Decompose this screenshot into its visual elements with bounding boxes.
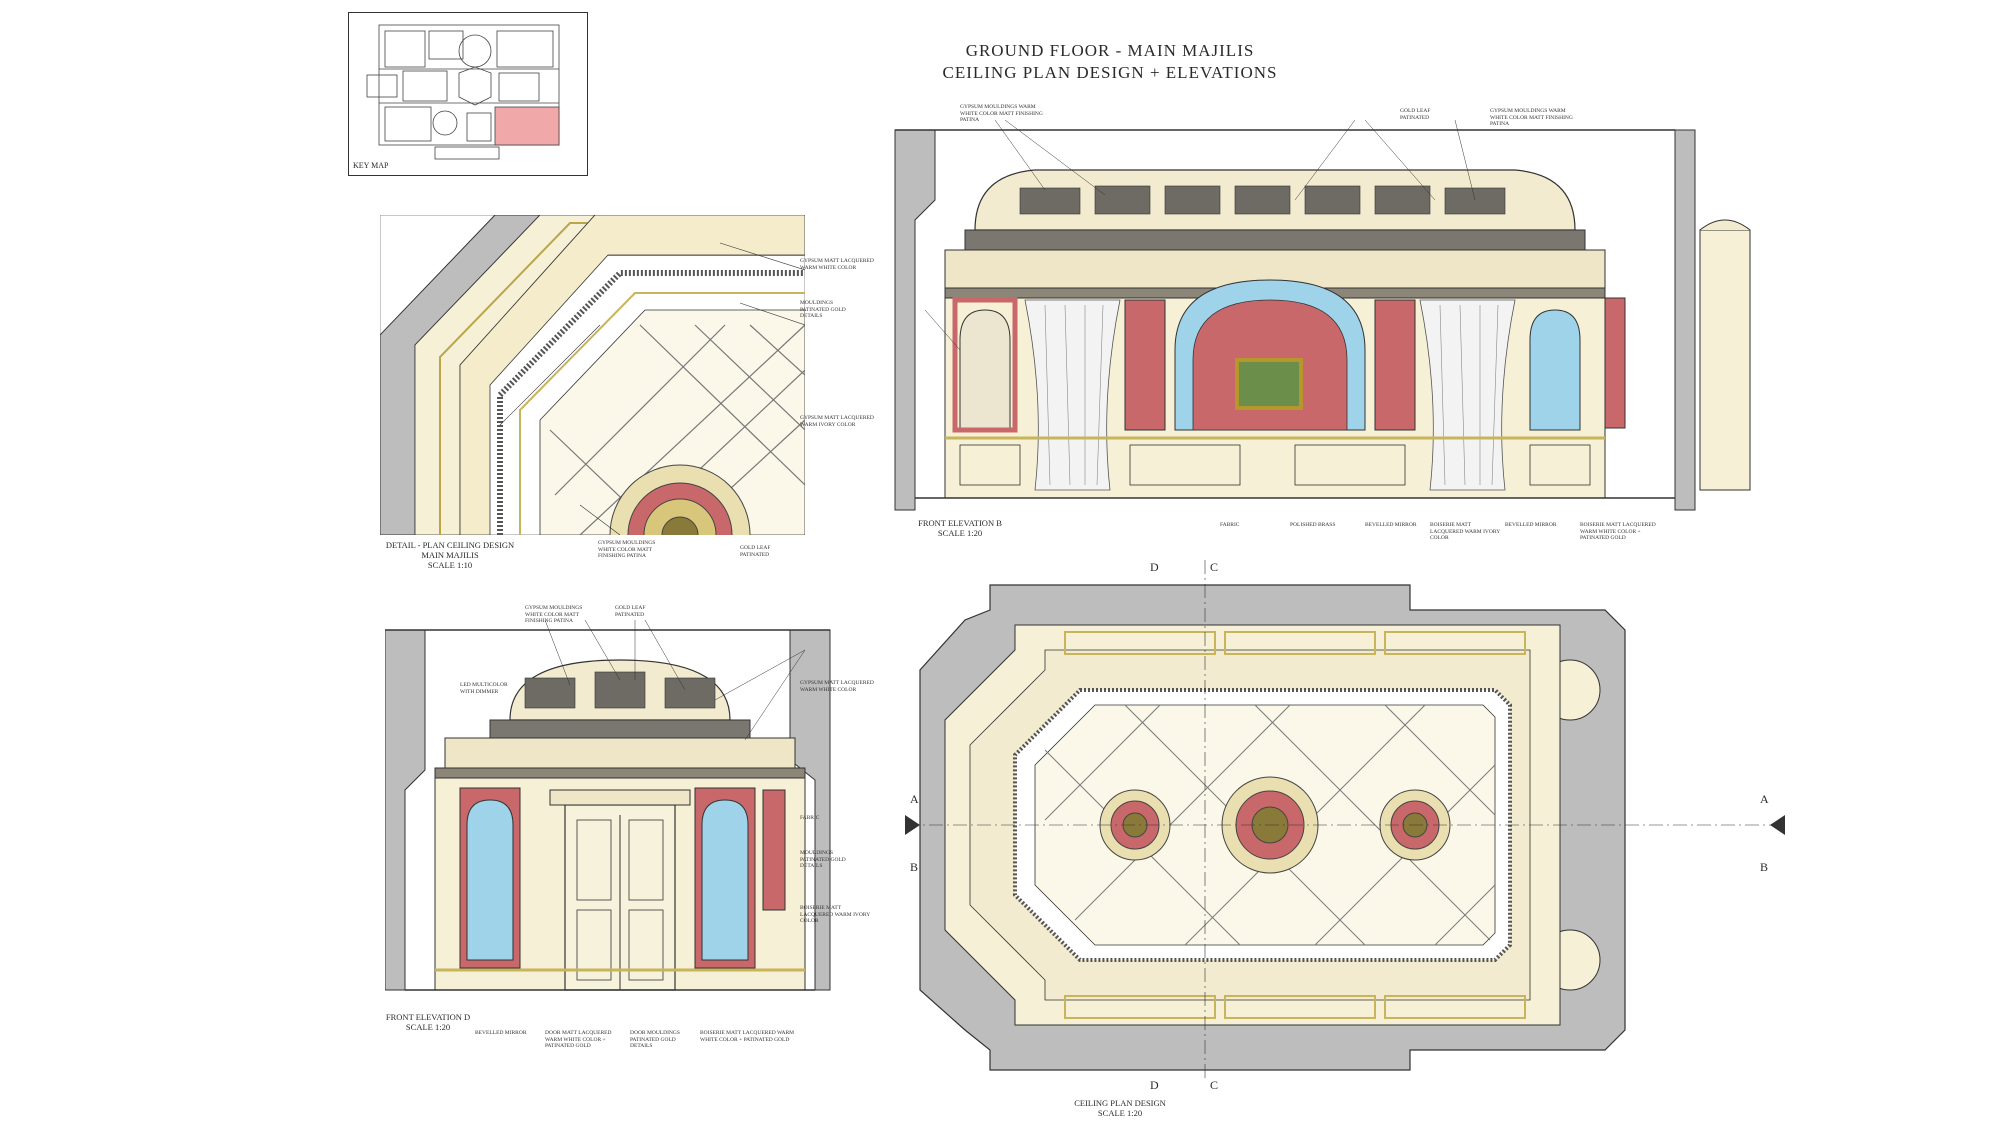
- elevation-b-note-2: GOLD LEAF PATINATED: [1400, 108, 1431, 121]
- detail-plan-drawing: [380, 215, 805, 535]
- elevation-d-caption: FRONT ELEVATION D SCALE 1:20: [368, 1012, 488, 1032]
- elevation-d-note-3: LED MULTICOLOR WITH DIMMER: [460, 682, 508, 695]
- detail-note-3: GYPSUM MOULDINGS WHITE COLOR MATT FINISH…: [598, 540, 656, 559]
- elevation-d-caption-title: FRONT ELEVATION D: [385, 1012, 471, 1022]
- elevation-d-note-10: DOOR MOULDINGS PATINATED GOLD DETAILS: [630, 1030, 680, 1049]
- detail-caption-line-2: MAIN MAJILIS: [421, 550, 479, 560]
- elevation-b-note-5: FABRIC: [1220, 522, 1240, 528]
- elevation-d-note-11: BOISERIE MATT LACQUERED WARM WHITE COLOR…: [700, 1030, 795, 1043]
- ceiling-plan-caption: CEILING PLAN DESIGN SCALE 1:20: [1050, 1098, 1190, 1118]
- key-map-highlight: [494, 106, 560, 146]
- section-mark-a-right: A: [1760, 792, 1769, 806]
- section-mark-d-top: D: [1150, 560, 1159, 574]
- elevation-b-caption-title: FRONT ELEVATION B: [918, 518, 1002, 528]
- title-line-2: CEILING PLAN DESIGN + ELEVATIONS: [942, 63, 1278, 82]
- elevation-d-note-2: GOLD LEAF PATINATED: [615, 605, 646, 618]
- ceiling-plan-drawing: [905, 560, 1785, 1080]
- detail-note-1: GYPSUM MATT LACQUERED WARM WHITE COLOR: [800, 258, 874, 271]
- elevation-b-note-1: GYPSUM MOULDINGS WARM WHITE COLOR MATT F…: [960, 104, 1043, 123]
- ceiling-plan-caption-scale: SCALE 1:20: [1097, 1108, 1143, 1118]
- ceiling-plan-caption-title: CEILING PLAN DESIGN: [1074, 1098, 1166, 1108]
- elevation-b-caption-scale: SCALE 1:20: [937, 528, 983, 538]
- elevation-b-painting: [1235, 358, 1303, 410]
- section-mark-a-left: A: [910, 792, 919, 806]
- section-mark-b-right: B: [1760, 860, 1769, 874]
- section-mark-c-top: C: [1210, 560, 1219, 574]
- elevation-b-note-7: BEVELLED MIRROR: [1365, 522, 1417, 528]
- elevation-d-note-8: BEVELLED MIRROR: [475, 1030, 527, 1036]
- detail-caption: DETAIL - PLAN CEILING DESIGN MAIN MAJILI…: [370, 540, 530, 570]
- detail-caption-line-1: DETAIL - PLAN CEILING DESIGN: [385, 540, 515, 550]
- detail-caption-scale: SCALE 1:10: [427, 560, 473, 570]
- section-mark-b-left: B: [910, 860, 919, 874]
- elevation-d-note-4: GYPSUM MATT LACQUERED WARM WHITE COLOR: [800, 680, 874, 693]
- elevation-b-caption: FRONT ELEVATION B SCALE 1:20: [900, 518, 1020, 538]
- section-mark-c-bottom: C: [1210, 1078, 1219, 1092]
- elevation-d-note-6: MOULDINGS PATINATED GOLD DETAILS: [800, 850, 846, 869]
- section-mark-d-bottom: D: [1150, 1078, 1159, 1092]
- elevation-d-note-5: FABRIC: [800, 815, 820, 821]
- key-map-floorplan: [366, 24, 560, 160]
- elevation-d-caption-scale: SCALE 1:20: [405, 1022, 451, 1032]
- elevation-b-note-8: BOISERIE MATT LACQUERED WARM IVORY COLOR: [1430, 522, 1500, 541]
- elevation-b-note-6: POLISHED BRASS: [1290, 522, 1336, 528]
- title-line-1: GROUND FLOOR - MAIN MAJILIS: [965, 41, 1255, 60]
- elevation-d-note-9: DOOR MATT LACQUERED WARM WHITE COLOR + P…: [545, 1030, 612, 1049]
- key-map: KEY MAP: [348, 12, 588, 176]
- elevation-b-note-4: MOULDINGS PATINATED GOLD DETAILS: [800, 300, 846, 319]
- detail-note-2: GYPSUM MATT LACQUERED WARM IVORY COLOR: [800, 415, 874, 428]
- elevation-d-note-7: BOISERIE MATT LACQUERED WARM IVORY COLOR: [800, 905, 870, 924]
- elevation-b-note-10: BOISERIE MATT LACQUERED WARM WHITE COLOR…: [1580, 522, 1656, 541]
- detail-note-4: GOLD LEAF PATINATED: [740, 545, 771, 558]
- front-elevation-d-drawing: [385, 620, 831, 991]
- elevation-b-note-3: GYPSUM MOULDINGS WARM WHITE COLOR MATT F…: [1490, 108, 1573, 127]
- elevation-b-note-9: BEVELLED MIRROR: [1505, 522, 1557, 528]
- front-elevation-b-drawing: [894, 120, 1751, 511]
- key-map-label: KEY MAP: [353, 161, 389, 170]
- drawing-title: GROUND FLOOR - MAIN MAJILIS CEILING PLAN…: [880, 40, 1340, 84]
- elevation-d-note-1: GYPSUM MOULDINGS WHITE COLOR MATT FINISH…: [525, 605, 583, 624]
